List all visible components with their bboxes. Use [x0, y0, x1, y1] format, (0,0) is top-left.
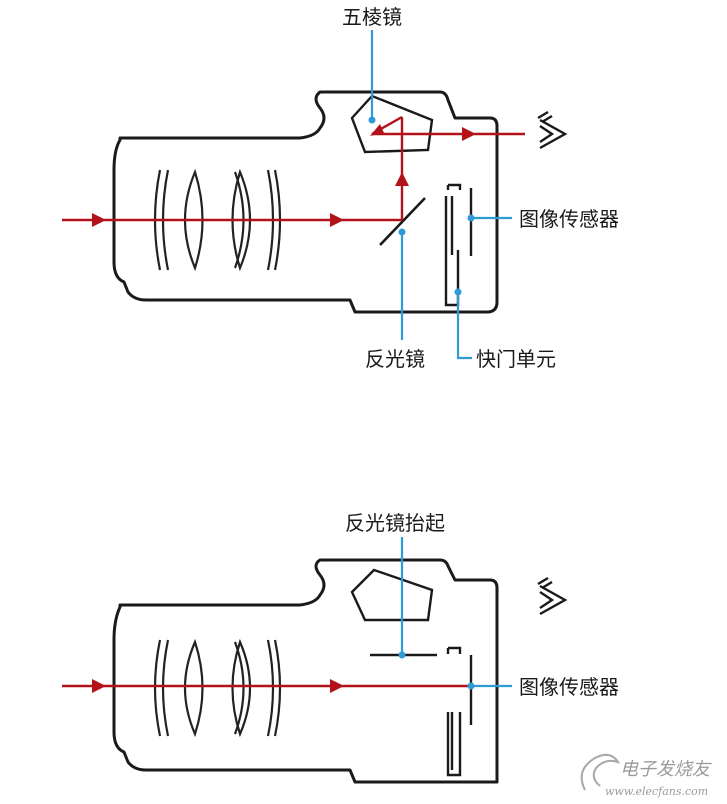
leader-shutter-unit: [454, 288, 472, 360]
eye-icon: [537, 110, 568, 150]
shutter-unit-top: [446, 183, 462, 190]
label-image-sensor-top: 图像传感器: [519, 207, 619, 231]
leader-image-sensor-top: [467, 214, 512, 222]
label-image-sensor-bottom: 图像传感器: [519, 675, 619, 699]
camera-top: 五棱镜 图像传感器 反光镜 快门单元: [62, 5, 619, 371]
label-pentaprism: 五棱镜: [342, 5, 402, 29]
eye-icon-bottom: [537, 576, 568, 616]
light-path-bottom: [62, 679, 471, 693]
label-reflex-mirror: 反光镜: [365, 347, 425, 371]
reflex-mirror: [379, 197, 426, 246]
camera-body-outline: [112, 90, 499, 314]
label-mirror-raised: 反光镜抬起: [345, 511, 445, 535]
watermark-text: 电子发烧友: [620, 759, 712, 780]
watermark-domain: www.elecfans.com: [605, 785, 708, 798]
leader-image-sensor-bottom: [467, 682, 512, 690]
leader-reflex-mirror: [398, 228, 406, 340]
shutter-curtain-bottom: [444, 250, 460, 307]
camera-bottom: 反光镜抬起 图像传感器: [62, 511, 619, 784]
watermark-logo-icon: [580, 753, 621, 791]
light-path-top: [62, 115, 525, 227]
leader-pentaprism: [368, 30, 376, 124]
shutter-unit-bottom: [446, 646, 462, 654]
shutter-curtain-open: [446, 712, 462, 777]
pentaprism-bottom: [350, 568, 434, 622]
leader-mirror-raised: [398, 537, 406, 659]
camera-body-outline-bottom: [112, 558, 499, 784]
lens-elements-bottom: [153, 638, 282, 738]
shutter-curtain-top: [444, 196, 454, 255]
watermark: 电子发烧友 www.elecfans.com: [580, 753, 712, 798]
label-shutter-unit: 快门单元: [476, 347, 556, 371]
